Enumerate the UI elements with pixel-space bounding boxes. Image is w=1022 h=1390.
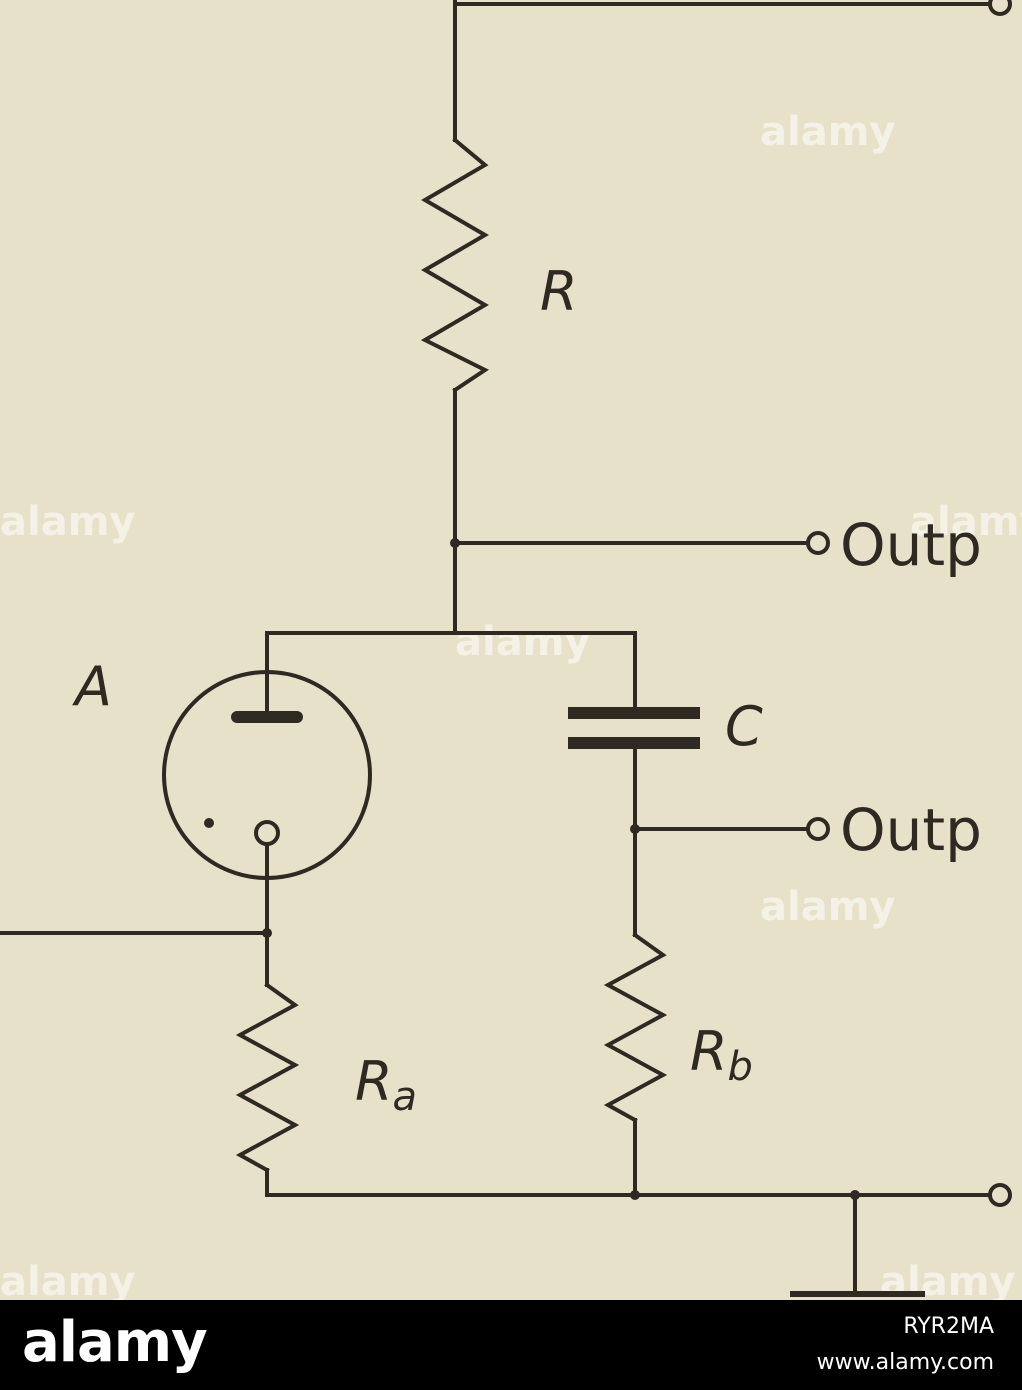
top-terminal xyxy=(988,0,1012,16)
ground-terminal xyxy=(988,1183,1012,1207)
junction-dot xyxy=(630,1190,640,1200)
watermark-footer-bar: alamy RYR2MA www.alamy.com xyxy=(0,1300,1022,1390)
output-2-label: Outp xyxy=(840,796,982,864)
output-2-terminal xyxy=(806,817,830,841)
label-a: A xyxy=(72,655,112,718)
label-rb: Rb xyxy=(690,1020,753,1090)
circuit-figure: alamy alamy alamy alamy alamy alamy alam… xyxy=(0,0,1022,1300)
watermark-text: alamy xyxy=(0,1259,135,1300)
circuit-schematic: alamy alamy alamy alamy alamy alamy alam… xyxy=(0,0,1022,1300)
watermark-text: alamy xyxy=(455,619,590,665)
resistor-r xyxy=(420,137,489,393)
label-ra: Ra xyxy=(355,1050,417,1120)
alamy-logo: alamy xyxy=(22,1310,208,1375)
junction-dot xyxy=(262,928,272,938)
output-1-terminal xyxy=(806,531,830,555)
tube-dot xyxy=(204,818,214,828)
watermark-text: alamy xyxy=(760,884,895,930)
site-url-text: www.alamy.com xyxy=(816,1350,994,1375)
label-c: C xyxy=(725,695,763,758)
watermark-layer: alamy alamy alamy alamy alamy alamy alam… xyxy=(0,109,1022,1300)
watermark-text: alamy xyxy=(760,109,895,155)
output-1-label: Outp xyxy=(840,511,982,579)
image-id-text: RYR2MA xyxy=(903,1314,994,1339)
label-r: R xyxy=(540,260,578,323)
watermark-text: alamy xyxy=(0,499,135,545)
resistor-rb xyxy=(603,932,668,1123)
resistor-ra xyxy=(235,982,300,1173)
tube-cathode xyxy=(254,820,280,846)
watermark-text: alamy xyxy=(910,499,1022,545)
